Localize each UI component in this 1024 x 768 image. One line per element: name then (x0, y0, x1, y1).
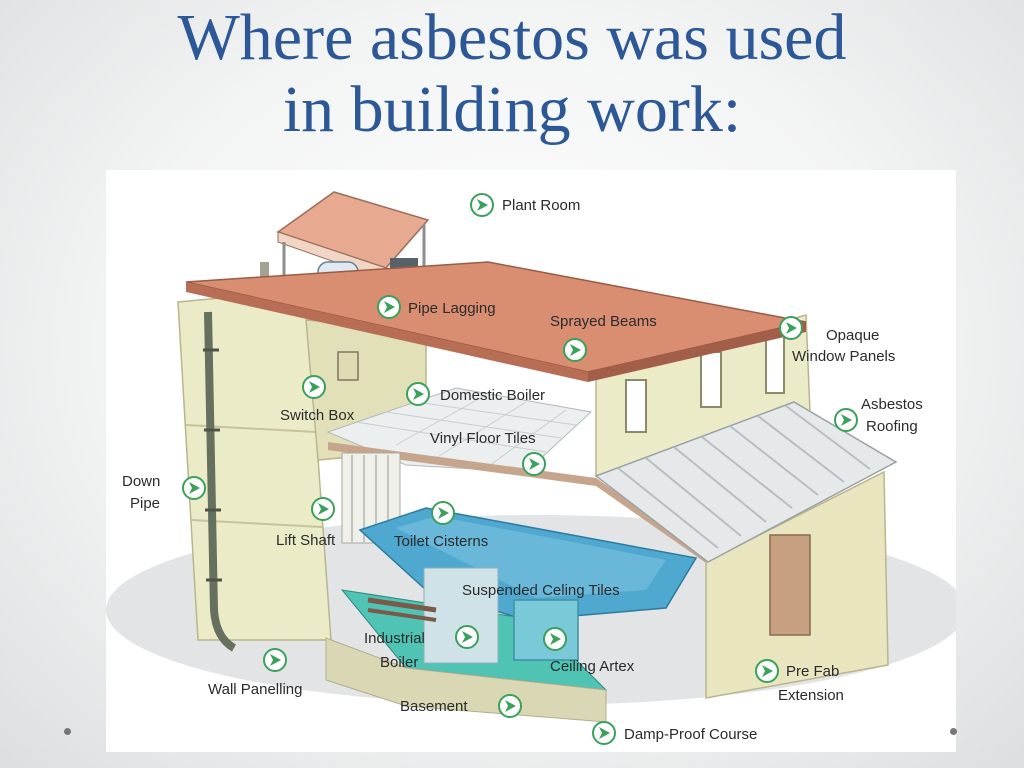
arrow-marker-icon (377, 295, 401, 319)
label-pipe-lagging: Pipe Lagging (408, 300, 496, 317)
label-opaque-window-2: Window Panels (792, 348, 895, 365)
building-illustration: Plant Room Pipe Lagging Sprayed Beams Op… (106, 191, 956, 745)
label-asbestos-roofing-1: Asbestos (861, 396, 923, 413)
slide-title: Where asbestos was used in building work… (0, 2, 1024, 146)
roof-corrugations (617, 405, 871, 549)
arrow-marker-icon (592, 721, 616, 745)
arrow-marker-icon (302, 375, 326, 399)
label-plant-room: Plant Room (502, 197, 580, 214)
window-panel (625, 379, 647, 433)
label-vinyl-floor-tiles: Vinyl Floor Tiles (430, 430, 536, 447)
arrow-marker-icon (311, 497, 335, 521)
arrow-marker-icon (755, 659, 779, 683)
arrow-marker-icon (543, 627, 567, 651)
label-opaque-window-1: Opaque (826, 327, 879, 344)
label-domestic-boiler: Domestic Boiler (440, 387, 545, 404)
arrow-marker-icon (834, 408, 858, 432)
label-sprayed-beams: Sprayed Beams (550, 313, 657, 330)
arrow-marker-icon (263, 648, 287, 672)
label-pre-fab-1: Pre Fab (786, 663, 839, 680)
floor-tile-grid (355, 394, 577, 469)
down-pipe-brackets (203, 348, 222, 582)
label-down-pipe-2: Pipe (130, 495, 160, 512)
roof-vent (260, 262, 269, 280)
ceiling-highlight (396, 516, 666, 598)
basement-pipe (367, 597, 437, 613)
slide-title-line-1: Where asbestos was used (177, 1, 847, 74)
label-basement: Basement (400, 698, 468, 715)
slide-bullet-left (64, 728, 71, 735)
arrow-marker-icon (522, 452, 546, 476)
label-wall-panelling: Wall Panelling (208, 681, 303, 698)
label-toilet-cisterns: Toilet Cisterns (394, 533, 488, 550)
building-diagram: Plant Room Pipe Lagging Sprayed Beams Op… (106, 170, 956, 752)
extension-door (769, 534, 811, 636)
arrow-marker-icon (182, 476, 206, 500)
label-pre-fab-2: Extension (778, 687, 844, 704)
arrow-marker-icon (470, 193, 494, 217)
label-down-pipe-1: Down (122, 473, 160, 490)
switch-box (337, 351, 359, 381)
main-roof-edge (588, 322, 806, 382)
asbestos-roof (594, 401, 898, 563)
label-ceiling-artex: Ceiling Artex (550, 658, 635, 675)
industrial-boiler (513, 599, 579, 661)
arrow-marker-icon (498, 694, 522, 718)
window-panel (765, 334, 785, 394)
window-panel (700, 351, 722, 408)
arrow-marker-icon (563, 338, 587, 362)
arrow-marker-icon (455, 625, 479, 649)
slide-bullet-right (950, 728, 957, 735)
arrow-marker-icon (406, 382, 430, 406)
label-suspended-ceiling-tiles: Suspended Celing Tiles (462, 582, 620, 599)
main-roof-edge (186, 282, 588, 382)
arrow-marker-icon (431, 501, 455, 525)
down-pipe (204, 311, 237, 652)
arrow-marker-icon (779, 316, 803, 340)
label-industrial-boiler-2: Boiler (380, 654, 418, 671)
label-lift-shaft: Lift Shaft (276, 532, 336, 549)
label-damp-proof-course: Damp-Proof Course (624, 726, 757, 743)
label-switch-box: Switch Box (280, 407, 355, 424)
label-industrial-boiler-1: Industrial (364, 630, 425, 647)
label-asbestos-roofing-2: Roofing (866, 418, 918, 435)
slide-title-line-2: in building work: (282, 73, 742, 146)
basement-pipe (367, 608, 437, 622)
